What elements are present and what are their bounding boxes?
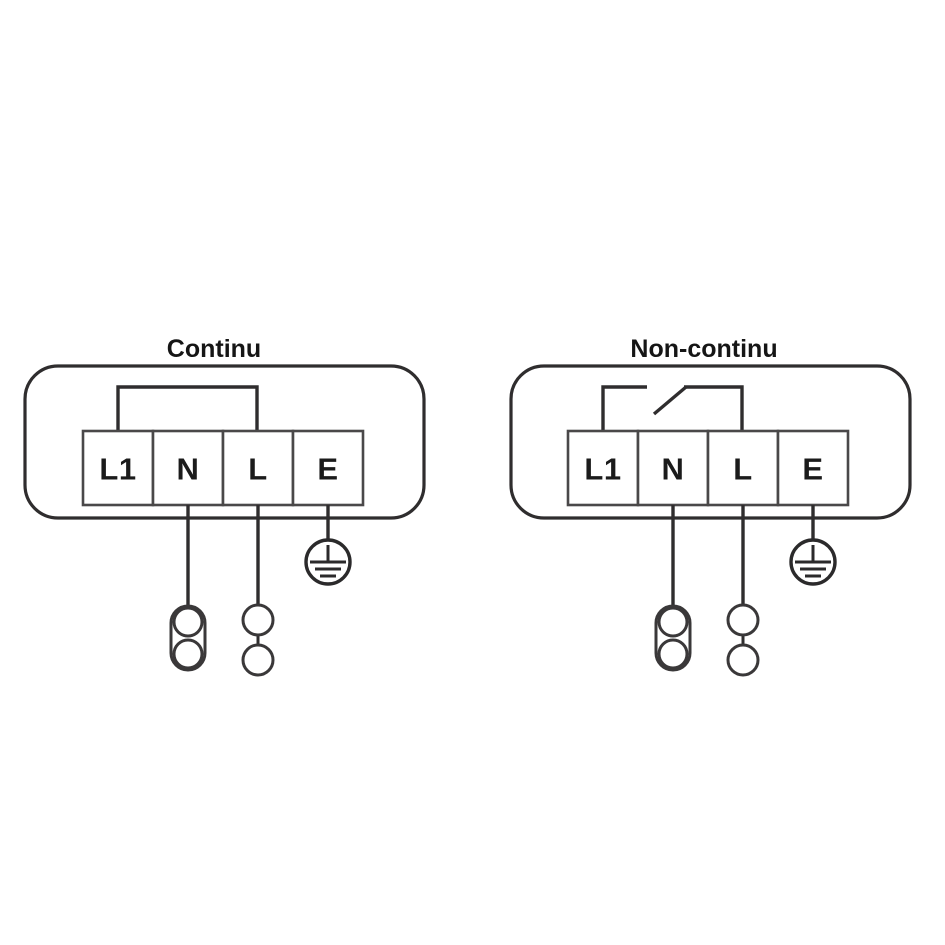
capsule-bottom-circle-n-continu (172, 638, 204, 670)
switch-blade-non-continu[interactable] (652, 385, 688, 416)
connector-capsule-n-continu[interactable] (169, 604, 207, 672)
terminal-label-n-2: N (662, 452, 685, 487)
capsule-top-circle-n-continu (172, 606, 204, 638)
terminal-label-l1: L1 (99, 452, 136, 487)
enclosure-outline-non-continu (509, 364, 912, 520)
connector-capsule-n-non-continu[interactable] (654, 604, 692, 672)
terminal-box-l1-2[interactable] (566, 429, 640, 507)
terminal-label-l1-2: L1 (584, 452, 621, 487)
connector-circle-pair-l-non-continu[interactable] (726, 603, 760, 677)
jumper-link-continu (116, 385, 259, 431)
earth-ground-icon-non-continu (789, 538, 837, 586)
terminal-box-e[interactable] (291, 429, 365, 507)
diagram-non-continu: Non-continu L1 N L E (509, 335, 912, 677)
circle-pair-top-l-continu (241, 603, 275, 637)
terminal-block-continu: L1 N L E (81, 429, 365, 507)
terminal-label-e-2: E (802, 452, 823, 487)
capsule-bottom-circle-n-non-continu (657, 638, 689, 670)
circle-pair-bottom-l-non-continu (726, 643, 760, 677)
diagram-title-non-continu: Non-continu (630, 335, 777, 363)
enclosure-outline-continu (23, 364, 426, 520)
terminal-label-l: L (248, 452, 267, 487)
diagram-continu: Continu L1 N L E (23, 335, 426, 677)
terminal-label-n: N (177, 452, 200, 487)
switch-right-contact-non-continu (684, 385, 744, 431)
circle-pair-bottom-l-continu (241, 643, 275, 677)
connector-circle-pair-l-continu[interactable] (241, 603, 275, 677)
terminal-label-l-2: L (733, 452, 752, 487)
terminal-box-l1[interactable] (81, 429, 155, 507)
diagram-title-continu: Continu (167, 335, 261, 363)
terminal-block-non-continu: L1 N L E (566, 429, 850, 507)
terminal-label-e: E (317, 452, 338, 487)
circle-pair-top-l-non-continu (726, 603, 760, 637)
earth-ground-icon-continu (304, 538, 352, 586)
switch-left-contact-non-continu (601, 385, 647, 431)
terminal-box-n-2[interactable] (636, 429, 710, 507)
terminal-box-e-2[interactable] (776, 429, 850, 507)
capsule-top-circle-n-non-continu (657, 606, 689, 638)
